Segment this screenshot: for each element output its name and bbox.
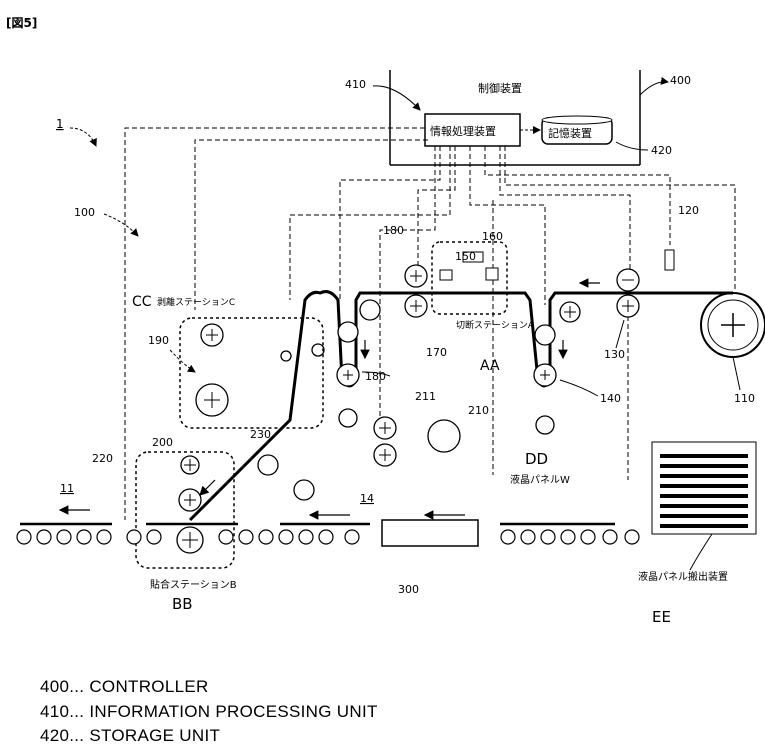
legend-item: 420... STORAGE UNIT xyxy=(40,726,220,746)
ref-14: 14 xyxy=(360,492,374,505)
panel-out-label: 液晶パネル搬出装置 xyxy=(638,570,728,583)
storage-label: 記憶装置 xyxy=(548,126,592,140)
label-cc: CC xyxy=(132,294,152,310)
ref-170: 170 xyxy=(426,346,447,359)
ref-11: 11 xyxy=(60,482,74,495)
ref-120: 120 xyxy=(678,204,699,217)
ref-400: 400 xyxy=(670,74,691,87)
station-a-label: 切断ステーションA xyxy=(456,319,535,331)
ref-190: 190 xyxy=(148,334,169,347)
panel-conveyor xyxy=(17,530,639,544)
station-c-label: 剥離ステーションC xyxy=(157,296,235,308)
ref-130: 130 xyxy=(604,348,625,361)
patent-diagram: 制御装置 400 情報処理装置 410 記憶装置 420 1 100 xyxy=(0,0,765,670)
inspection-unit-300 xyxy=(382,520,478,546)
ref-420: 420 xyxy=(651,144,672,157)
controller-title: 制御装置 xyxy=(478,81,522,95)
ref-211: 211 xyxy=(415,390,436,403)
ref-200: 200 xyxy=(152,436,173,449)
label-ee: EE xyxy=(652,608,671,626)
label-aa: AA xyxy=(480,358,500,374)
label-dd: DD xyxy=(525,450,548,468)
ref-410: 410 xyxy=(345,78,366,91)
ref-300: 300 xyxy=(398,583,419,596)
info-unit-label: 情報処理装置 xyxy=(430,125,496,138)
ref-210: 210 xyxy=(468,404,489,417)
ref-150: 150 xyxy=(455,250,476,263)
ref-110: 110 xyxy=(734,392,755,405)
storage-unit: 記憶装置 420 xyxy=(520,116,672,157)
control-lines xyxy=(125,128,735,520)
ref-220: 220 xyxy=(92,452,113,465)
legend-item: 410... INFORMATION PROCESSING UNIT xyxy=(40,702,378,722)
film-roll: 110 xyxy=(701,293,765,405)
ref-230: 230 xyxy=(250,428,271,441)
panel-w-label: 液晶パネルW xyxy=(510,473,570,486)
ref-180-top: 180 xyxy=(383,224,404,237)
ref-140: 140 xyxy=(600,392,621,405)
ref-1: 1 xyxy=(56,117,64,131)
label-bb: BB xyxy=(172,595,193,613)
ref-100: 100 xyxy=(74,206,95,219)
legend-item: 400... CONTROLLER xyxy=(40,677,209,697)
ref-160: 160 xyxy=(482,230,503,243)
panel-stacker xyxy=(652,442,756,534)
station-b-label: 貼合ステーションB xyxy=(150,578,237,591)
